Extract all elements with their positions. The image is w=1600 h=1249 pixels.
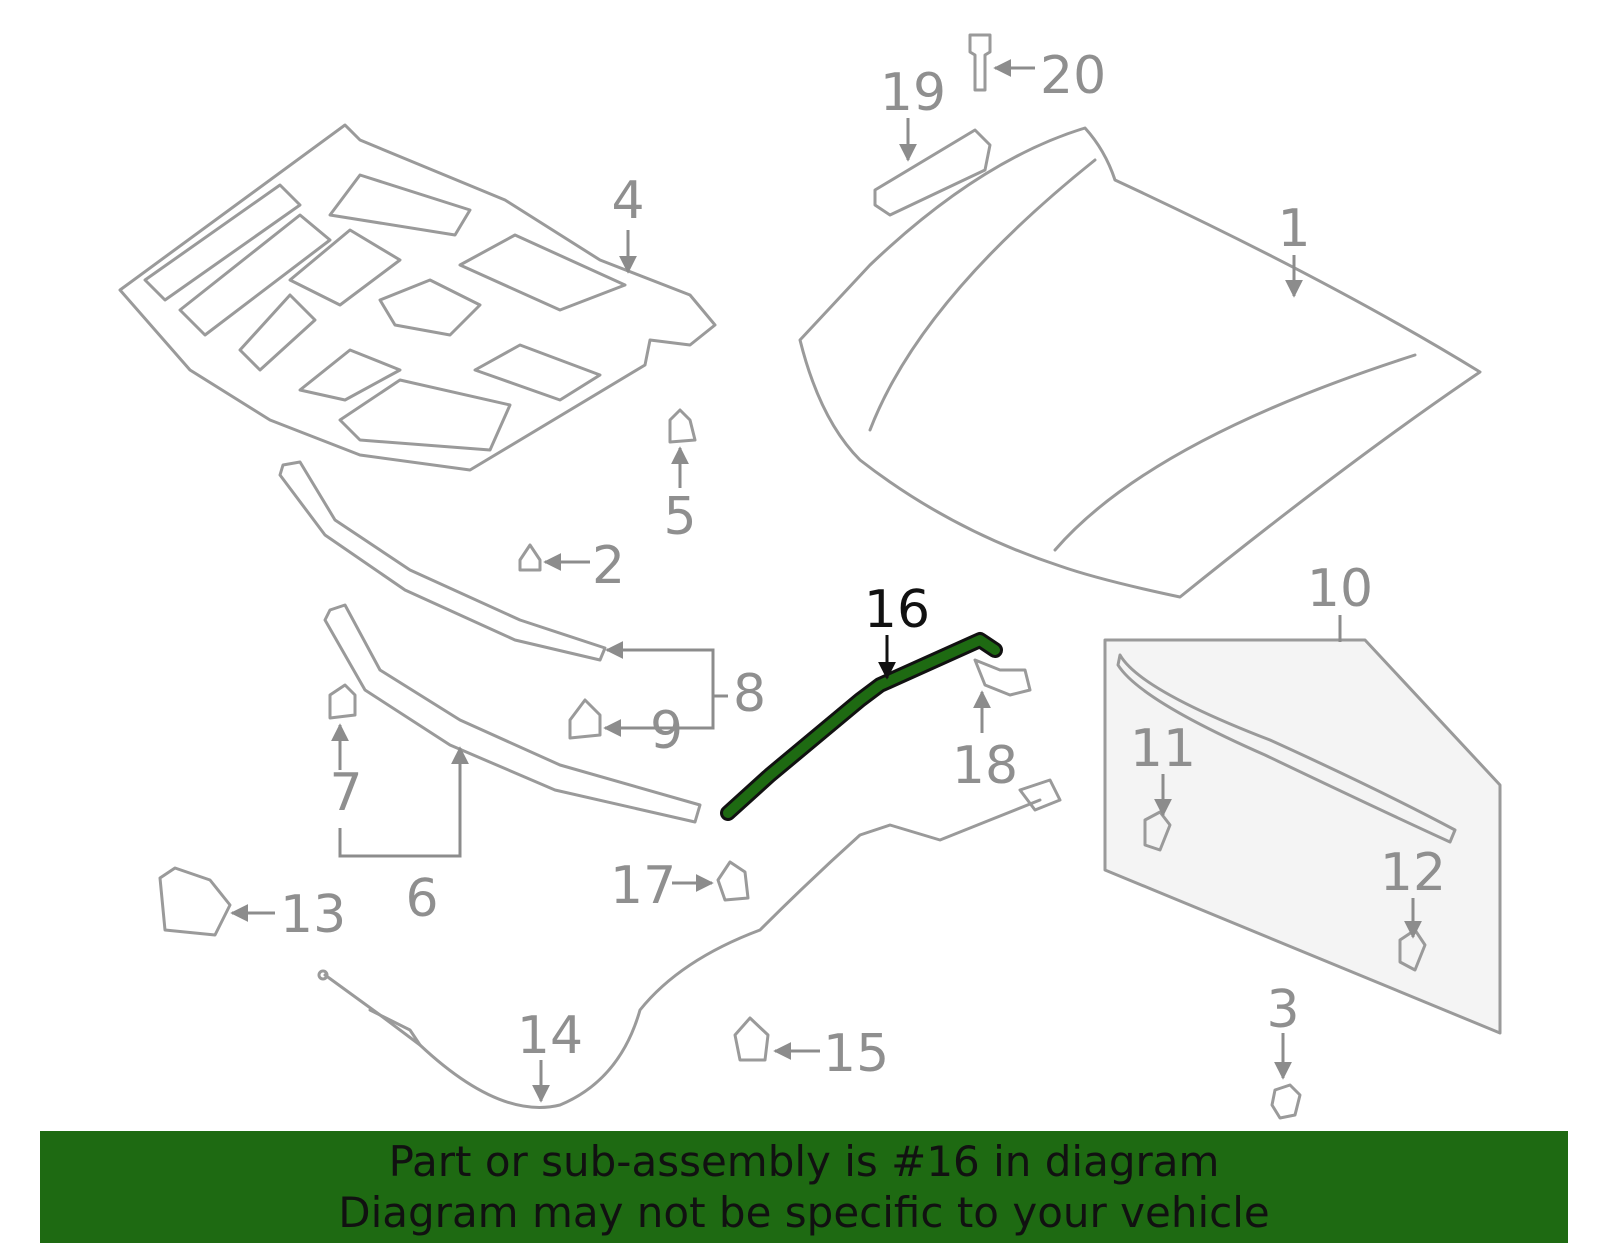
release-cable	[317, 778, 1062, 1109]
clip-7	[328, 683, 357, 720]
clip-2	[518, 543, 542, 572]
callout-18: 18	[952, 736, 1018, 796]
hood-panel	[798, 126, 1482, 599]
info-banner: Part or sub-assembly is #16 in diagram D…	[40, 1131, 1568, 1243]
callout-17: 17	[610, 856, 676, 916]
hinge-19	[873, 128, 992, 217]
clip-15	[733, 1016, 770, 1062]
callout-10: 10	[1307, 559, 1373, 619]
fastener-parts	[158, 33, 1427, 1120]
callout-1: 1	[1277, 199, 1310, 259]
clip-5	[668, 408, 697, 444]
callout-6: 6	[405, 869, 438, 929]
callout-2: 2	[592, 536, 625, 596]
clip-9	[568, 698, 602, 740]
support-rod-highlighted[interactable]	[720, 632, 1003, 821]
clip-17	[716, 860, 750, 902]
callout-13: 13	[280, 885, 346, 945]
support-rod-fill	[723, 635, 1000, 818]
leader-lines	[230, 59, 1422, 1103]
callout-19: 19	[880, 63, 946, 123]
callout-4: 4	[611, 171, 644, 231]
holder-18	[973, 658, 1032, 697]
seal-upper	[278, 460, 607, 662]
callout-11: 11	[1130, 719, 1196, 779]
callout-5: 5	[663, 487, 696, 547]
callout-numbers: 1 2 3 4 5 6 7 8 9 10 11 12 13 14 15 17 1…	[280, 46, 1446, 1084]
callout-20: 20	[1040, 46, 1106, 106]
banner-line-1: Part or sub-assembly is #16 in diagram	[388, 1137, 1220, 1186]
callout-15: 15	[823, 1024, 889, 1084]
bolt-20	[968, 33, 992, 92]
callout-7: 7	[329, 763, 362, 823]
callout-12: 12	[1380, 843, 1446, 903]
callout-3: 3	[1266, 980, 1299, 1040]
banner-line-2: Diagram may not be specific to your vehi…	[338, 1188, 1270, 1237]
hood-insulator	[118, 123, 717, 472]
cowl-panel	[1103, 638, 1502, 1035]
callout-9: 9	[650, 701, 683, 761]
latch-13	[158, 866, 232, 937]
callout-8: 8	[733, 664, 766, 724]
seal-lower	[323, 603, 702, 824]
callout-16: 16	[864, 580, 930, 640]
callout-14: 14	[517, 1006, 583, 1066]
clip-3	[1270, 1083, 1302, 1120]
